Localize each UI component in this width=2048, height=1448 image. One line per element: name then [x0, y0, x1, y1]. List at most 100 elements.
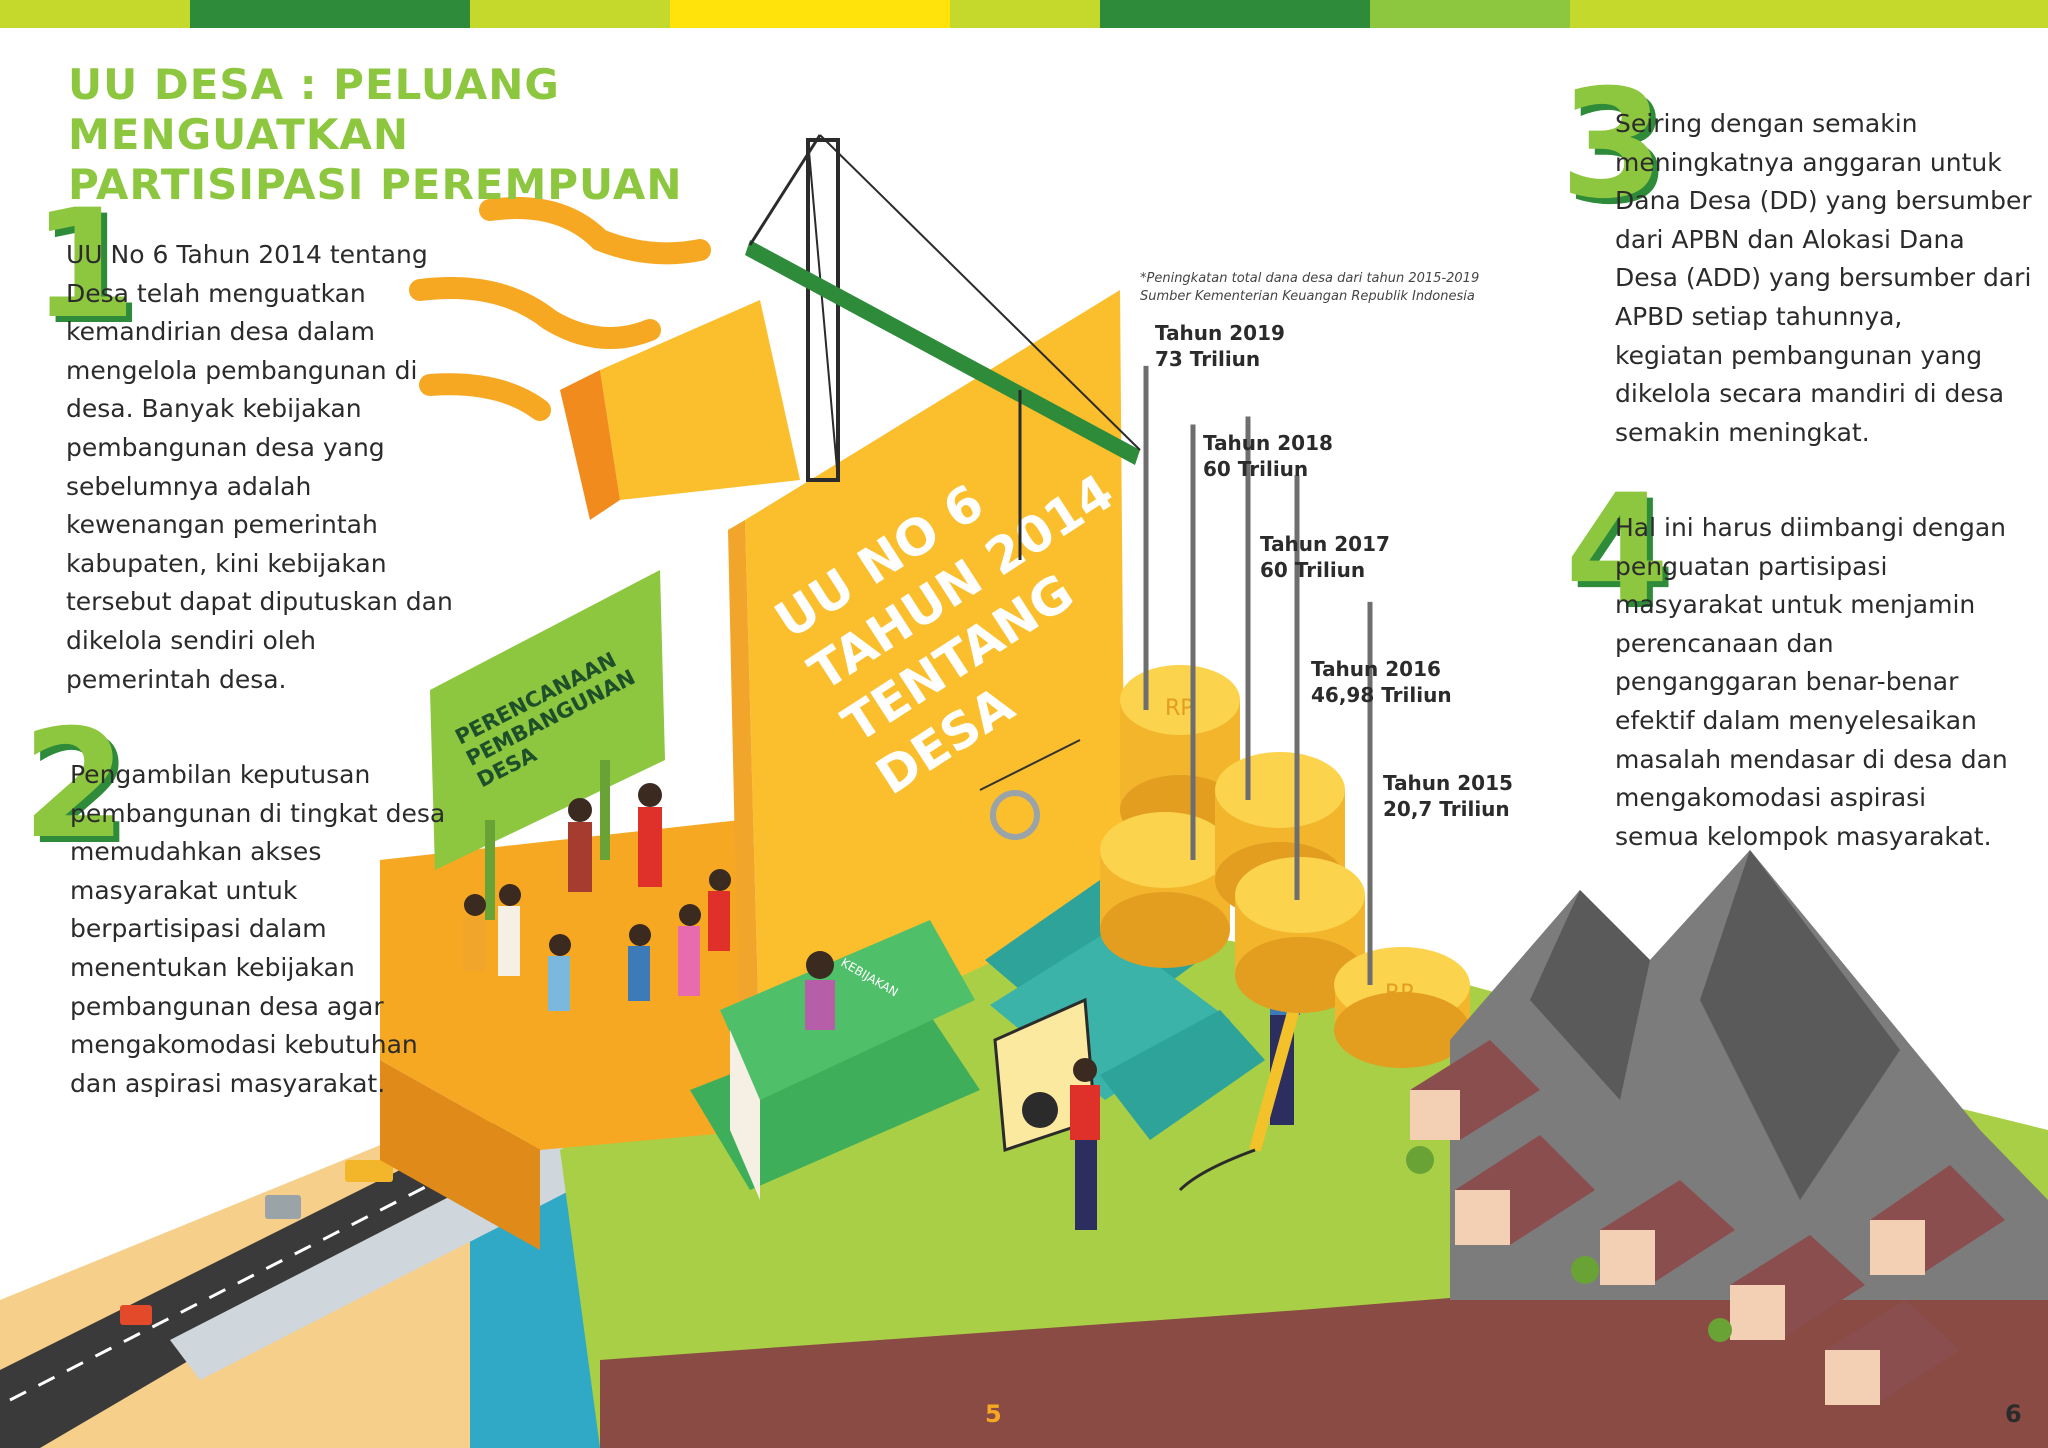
text-line: pembangunan desa yang [66, 432, 385, 462]
top-color-bar [0, 0, 2048, 28]
sound-wave [479, 197, 711, 265]
text-line: dan aspirasi masyarakat. [70, 1068, 386, 1098]
top-bar-segment [1570, 0, 2048, 28]
top-bar-segment [470, 0, 670, 28]
title-line: UU DESA : PELUANG MENGUATKAN [68, 60, 560, 159]
painter [1070, 1085, 1100, 1140]
woman-reading [805, 980, 835, 1030]
chart-amount: 60 Triliun [1260, 558, 1366, 582]
chart-amount: 60 Triliun [1203, 457, 1309, 481]
sign-board [430, 570, 665, 870]
top-bar-segment [670, 0, 950, 28]
trees [1406, 1146, 1732, 1342]
chart-year: Tahun 2018 [1203, 431, 1333, 455]
section-text-1: UU No 6 Tahun 2014 tentang Desa telah me… [66, 236, 453, 699]
top-bar-segment [1370, 0, 1570, 28]
crane-arm [745, 240, 1140, 465]
megaphone [600, 300, 800, 500]
text-line: UU No 6 Tahun 2014 tentang [66, 240, 428, 269]
text-line: pemerintah desa. [66, 664, 287, 694]
text-line: mengelola pembangunan di [66, 355, 418, 385]
text-line: perencanaan dan [1615, 628, 1834, 658]
chart-amount: 20,7 Triliun [1383, 797, 1510, 821]
chart-amount: 73 Triliun [1155, 347, 1261, 371]
crane-cable [748, 134, 822, 246]
coin-stack-2018 [1100, 812, 1230, 968]
section-number-4: 4 [1565, 463, 1670, 637]
mountain-shadow [1700, 850, 1900, 1200]
platform-side [380, 1060, 540, 1250]
text-line: semakin meningkat. [1615, 417, 1870, 447]
text-line: APBD setiap tahunnya, [1615, 301, 1903, 331]
text-line: desa. Banyak kebijakan [66, 394, 362, 424]
top-bar-segment [1100, 0, 1370, 28]
vehicle [345, 1160, 393, 1182]
chart-label-2019: Tahun 2019 73 Triliun [1155, 320, 1285, 372]
painter [1073, 1058, 1097, 1082]
crane-tower [806, 138, 840, 482]
text-line: efektif dalam menyelesaikan [1615, 705, 1977, 735]
text-line: kewenangan pemerintah [66, 510, 378, 540]
vehicle [120, 1305, 152, 1325]
big-book-cover [745, 290, 1125, 1070]
sound-wave [419, 373, 551, 421]
book-stack [720, 920, 975, 1100]
page-number-right: 6 [2005, 1400, 2022, 1428]
section-text-4: Hal ini harus diimbangi dengan penguatan… [1615, 509, 2008, 856]
page-title: UU DESA : PELUANG MENGUATKAN PARTISIPASI… [68, 60, 888, 210]
section-text-2: Pengambilan keputusan pembangunan di tin… [70, 756, 445, 1103]
text-line: masalah mendasar di desa dan [1615, 744, 2008, 774]
chart-label-2016: Tahun 2016 46,98 Triliun [1311, 656, 1452, 708]
chart-year: Tahun 2017 [1260, 532, 1390, 556]
village-houses [1410, 1040, 2005, 1405]
chart-label-2018: Tahun 2018 60 Triliun [1203, 430, 1333, 482]
text-line: penguatan partisipasi [1615, 551, 1888, 581]
chart-note: *Peningkatan total dana desa dari tahun … [1140, 270, 1479, 306]
text-line: kegiatan pembangunan yang [1615, 340, 1983, 370]
text-line: Desa telah menguatkan [66, 278, 366, 308]
text-line: mengakomodasi aspirasi [1615, 783, 1927, 813]
chart-poles [1143, 365, 1373, 985]
text-line: kemandirian desa dalam [66, 317, 375, 347]
sign-post [485, 820, 495, 920]
text-line: masyarakat untuk [70, 875, 298, 905]
text-line: Pengambilan keputusan [70, 760, 371, 789]
text-line: tersebut dapat diputuskan dan [66, 587, 453, 617]
title-line: PARTISIPASI PEREMPUAN [68, 160, 683, 209]
chart-note-line: *Peningkatan total dana desa dari tahun … [1140, 271, 1480, 286]
megaphone-rim [560, 370, 620, 520]
coin-label: RP [1165, 696, 1194, 721]
text-line: kabupaten, kini kebijakan [66, 548, 387, 578]
section-number-3: 3 [1560, 58, 1665, 232]
book-pages [730, 1030, 760, 1200]
section-number-2: 2 [22, 698, 127, 872]
text-line: Hal ini harus diimbangi dengan [1615, 513, 2006, 542]
book-stack [690, 1000, 980, 1190]
section-text-3: Seiring dengan semakin meningkatnya angg… [1615, 105, 2032, 452]
mountain-shadow [1530, 890, 1650, 1100]
text-line: berpartisipasi dalam [70, 914, 327, 944]
teal-books [1100, 1010, 1265, 1140]
text-line: dikelola sendiri oleh [66, 625, 316, 655]
coin-stack-2015 [1334, 947, 1470, 1068]
coin-label: RP [1385, 981, 1414, 1006]
sound-wave [409, 277, 661, 349]
painter [1075, 1140, 1097, 1230]
big-book-spine [728, 520, 760, 1080]
section-number-1: 1 [32, 178, 137, 352]
vehicle [265, 1195, 301, 1219]
text-line: Desa (ADD) yang bersumber dari [1615, 263, 2032, 293]
text-line: dari APBN dan Alokasi Dana [1615, 224, 1965, 254]
crane-cable [819, 134, 1141, 451]
text-line: pembangunan di tingkat desa [70, 798, 446, 828]
text-line: mengakomodasi kebutuhan [70, 1030, 418, 1060]
text-line: sebelumnya adalah [66, 471, 312, 501]
top-bar-segment [190, 0, 470, 28]
text-line: semua kelompok masyarakat. [1615, 821, 1992, 851]
text-line: pembangunan desa agar [70, 991, 384, 1021]
signature-line [979, 739, 1081, 791]
text-line: meningkatnya anggaran untuk [1615, 147, 2002, 177]
easel-drawing [1022, 1092, 1058, 1128]
text-line: dikelola secara mandiri di desa [1615, 379, 2005, 409]
